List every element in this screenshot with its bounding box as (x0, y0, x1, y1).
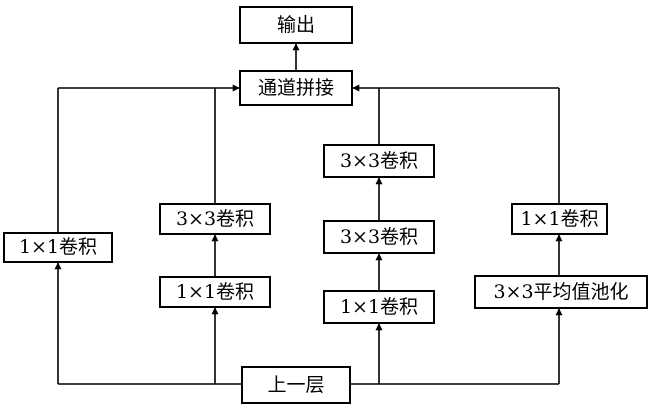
branch4-avgpool-node: 3×3平均值池化 (474, 275, 648, 309)
output-node: 输出 (239, 6, 353, 44)
branch3-conv3x3-a-label: 3×3卷积 (339, 225, 419, 248)
branch2-conv1x1-node: 1×1卷积 (159, 276, 271, 308)
branch3-conv1x1-node: 1×1卷积 (323, 290, 435, 324)
branch3-conv3x3-b-label: 3×3卷积 (339, 149, 419, 172)
branch2-conv3x3-node: 3×3卷积 (159, 203, 271, 235)
branch3-conv3x3-b-node: 3×3卷积 (323, 144, 435, 178)
branch3-conv3x3-a-node: 3×3卷积 (323, 220, 435, 254)
branch4-avgpool-label: 3×3平均值池化 (493, 280, 629, 303)
branch3-conv1x1-label: 1×1卷积 (339, 295, 419, 318)
branch1-conv1x1-node: 1×1卷积 (3, 232, 113, 263)
branch2-conv1x1-label: 1×1卷积 (175, 280, 255, 303)
branch4-conv1x1-label: 1×1卷积 (520, 207, 599, 230)
output-label: 输出 (276, 13, 315, 36)
branch4-conv1x1-node: 1×1卷积 (511, 203, 608, 235)
input-label: 上一层 (267, 373, 325, 396)
branch2-conv3x3-label: 3×3卷积 (175, 207, 255, 230)
input-node: 上一层 (241, 366, 351, 404)
branch1-conv1x1-label: 1×1卷积 (18, 236, 98, 258)
concat-node: 通道拼接 (239, 70, 353, 106)
concat-label: 通道拼接 (257, 76, 334, 99)
